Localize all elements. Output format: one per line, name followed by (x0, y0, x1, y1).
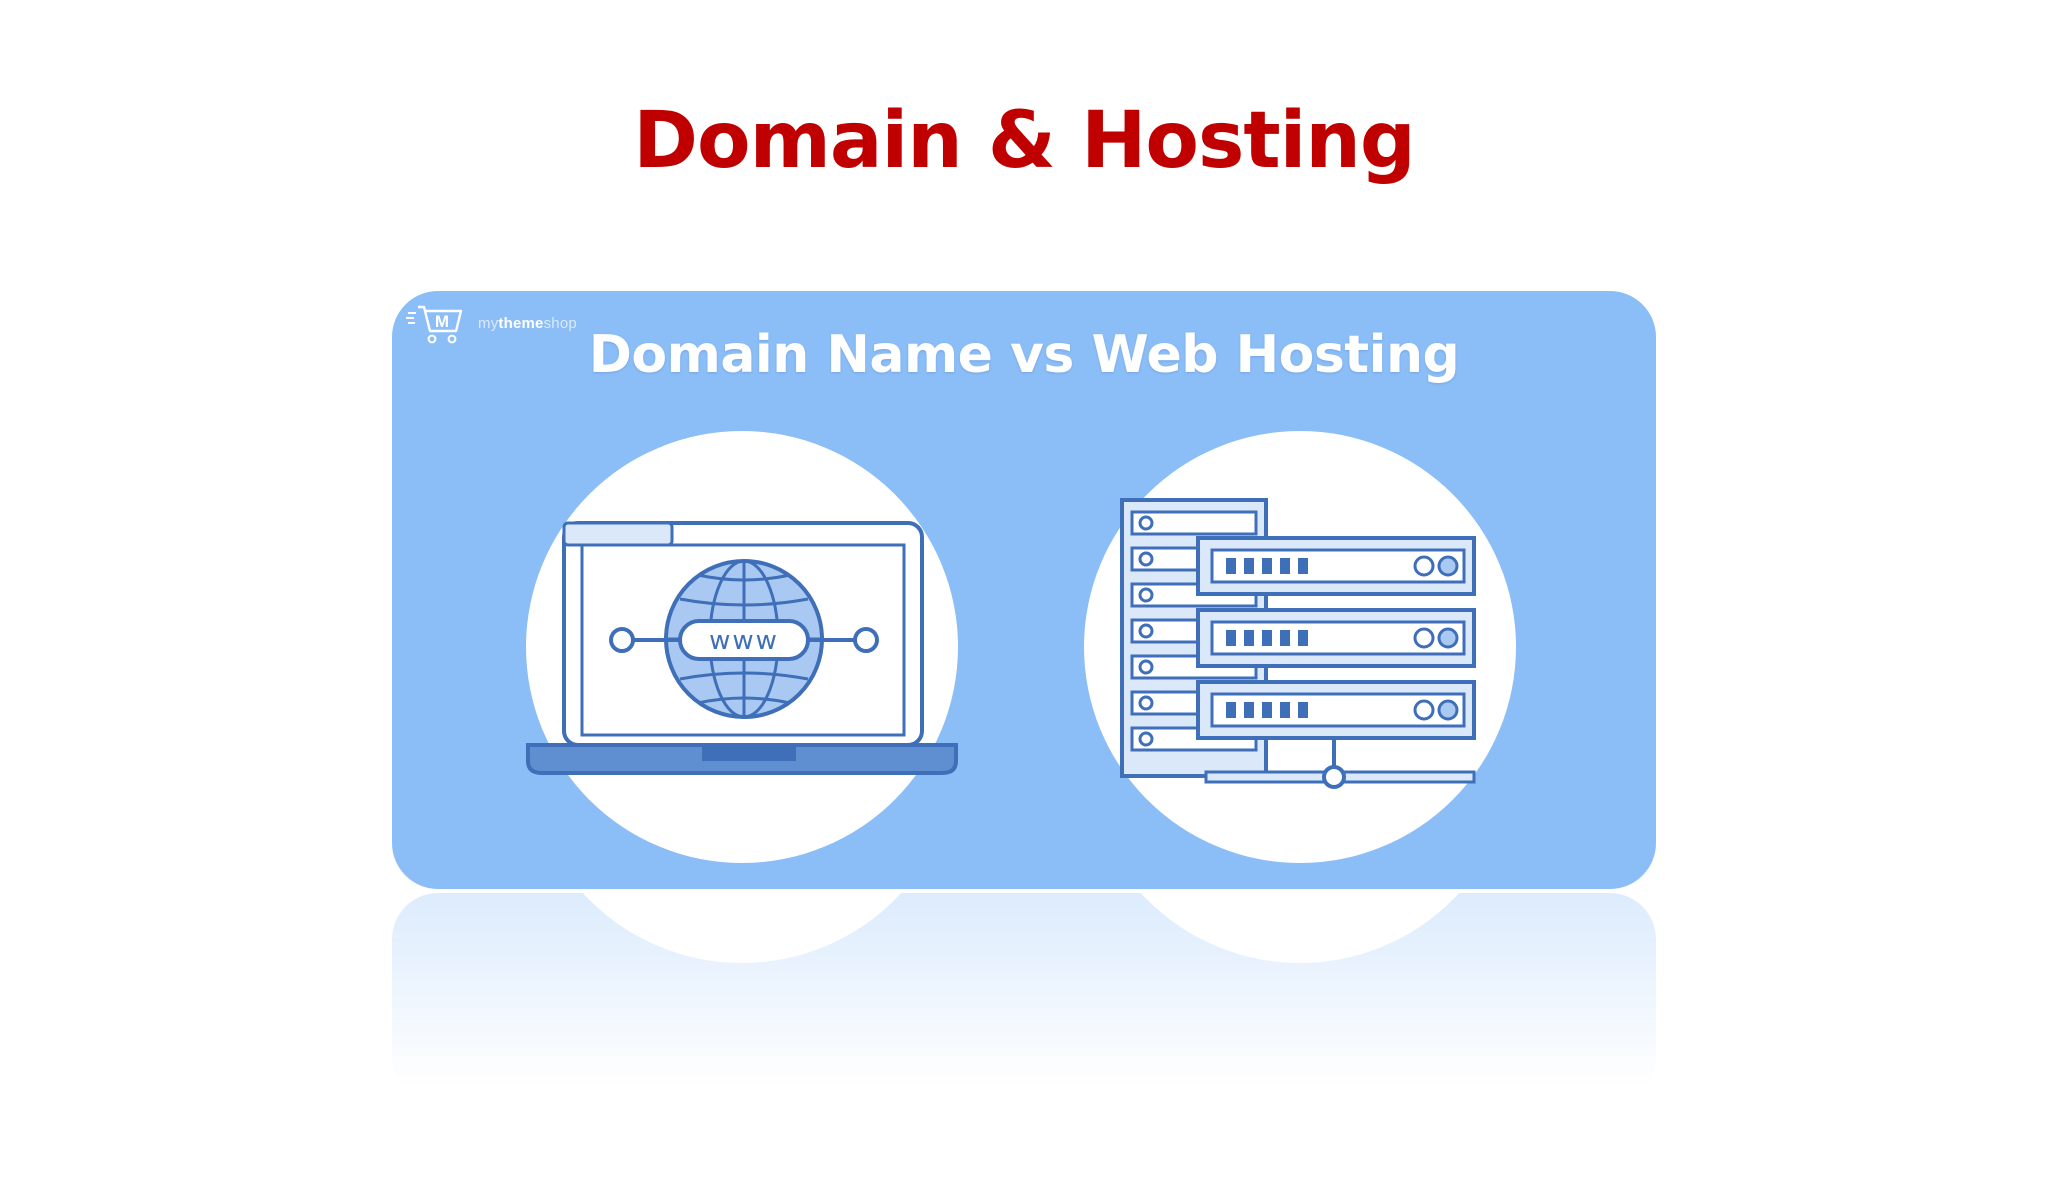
server-unit (1196, 680, 1476, 740)
laptop-globe-icon: www (526, 521, 958, 775)
reflection-circle (526, 893, 958, 963)
card-title: Domain Name vs Web Hosting (588, 325, 1460, 385)
logo-text-shop: shop (543, 314, 577, 332)
logo: M mythemeshop (406, 301, 577, 345)
slide-title: Domain & Hosting (633, 96, 1416, 186)
cart-logo-icon: M (406, 305, 463, 344)
logo-text-my: my (478, 314, 499, 332)
server-unit (1196, 536, 1476, 596)
server-rack-icon (1120, 498, 1476, 789)
domain-vs-hosting-image: M mythemeshop Domain Name vs Web Hosting (392, 291, 1656, 889)
logo-mark: M (435, 312, 449, 331)
reflection-circle (1084, 893, 1516, 963)
image-reflection (392, 893, 1656, 1103)
reflection-shape (392, 893, 1656, 1103)
www-label: www (709, 626, 779, 656)
logo-text: mythemeshop (478, 315, 577, 332)
server-unit (1196, 608, 1476, 668)
logo-text-theme: theme (498, 314, 544, 332)
